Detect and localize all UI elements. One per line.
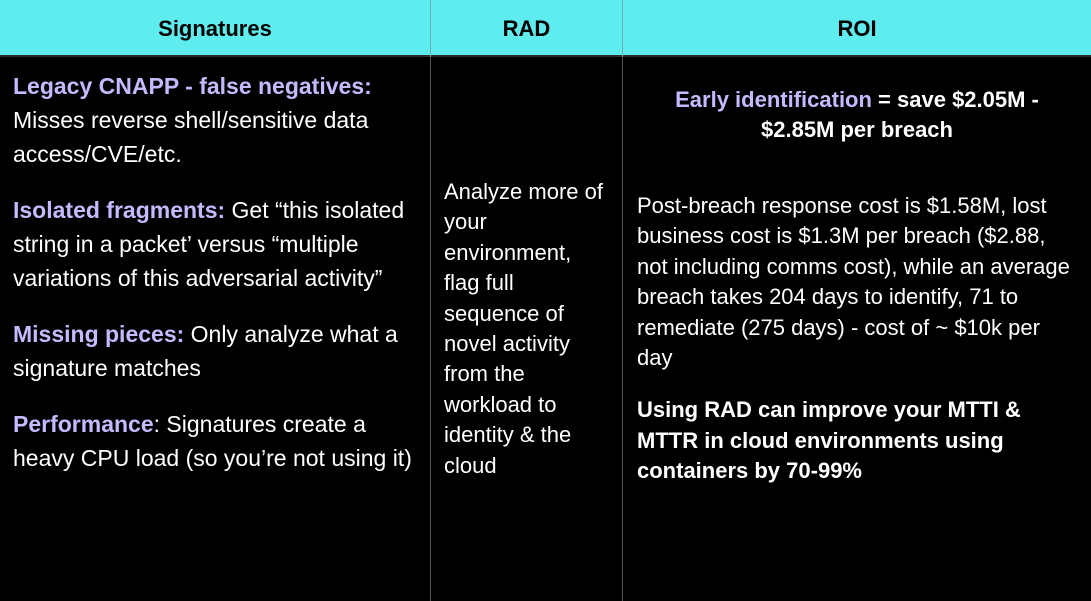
roi-body-text: Post-breach response cost is $1.58M, los…	[637, 193, 1070, 371]
signature-label: Missing pieces:	[13, 321, 185, 347]
signature-label: Legacy CNAPP - false negatives:	[13, 73, 372, 99]
roi-column: Early identification = save $2.05M - $2.…	[622, 57, 1091, 601]
rad-column: Analyze more of your environment, flag f…	[430, 57, 622, 601]
signature-text: Misses reverse shell/sensitive data acce…	[13, 107, 369, 167]
header-signatures: Signatures	[158, 15, 272, 41]
signatures-column: Legacy CNAPP - false negatives: Misses r…	[0, 57, 430, 601]
roi-conclusion: Using RAD can improve your MTTI & MTTR i…	[637, 397, 1021, 484]
signature-text: Only analyze what a signature matches	[13, 321, 398, 381]
signature-text: Get “this isolated string in a packet’ v…	[13, 197, 405, 291]
header-roi: ROI	[622, 0, 1091, 57]
roi-headline-text: = save $2.05M - $2.85M per breach	[761, 87, 1039, 142]
header-rad: RAD	[430, 0, 622, 57]
signature-item-isolated-fragments: Isolated fragments: Get “this isolated s…	[13, 193, 420, 295]
signature-item-performance: Performance: Signatures create a heavy C…	[13, 407, 420, 475]
table-header-row: Signatures RAD ROI	[0, 0, 1091, 57]
roi-headline: Early identification = save $2.05M - $2.…	[637, 85, 1077, 145]
signature-label: Performance	[13, 411, 154, 437]
signature-item-missing-pieces: Missing pieces: Only analyze what a sign…	[13, 317, 420, 385]
signature-text: : Signatures create a heavy CPU load (so…	[13, 411, 412, 471]
roi-headline-label: Early identification	[675, 87, 872, 112]
signature-label: Isolated fragments:	[13, 197, 226, 223]
rad-description: Analyze more of your environment, flag f…	[444, 178, 603, 478]
signature-item-legacy-cnapp: Legacy CNAPP - false negatives: Misses r…	[13, 69, 420, 171]
